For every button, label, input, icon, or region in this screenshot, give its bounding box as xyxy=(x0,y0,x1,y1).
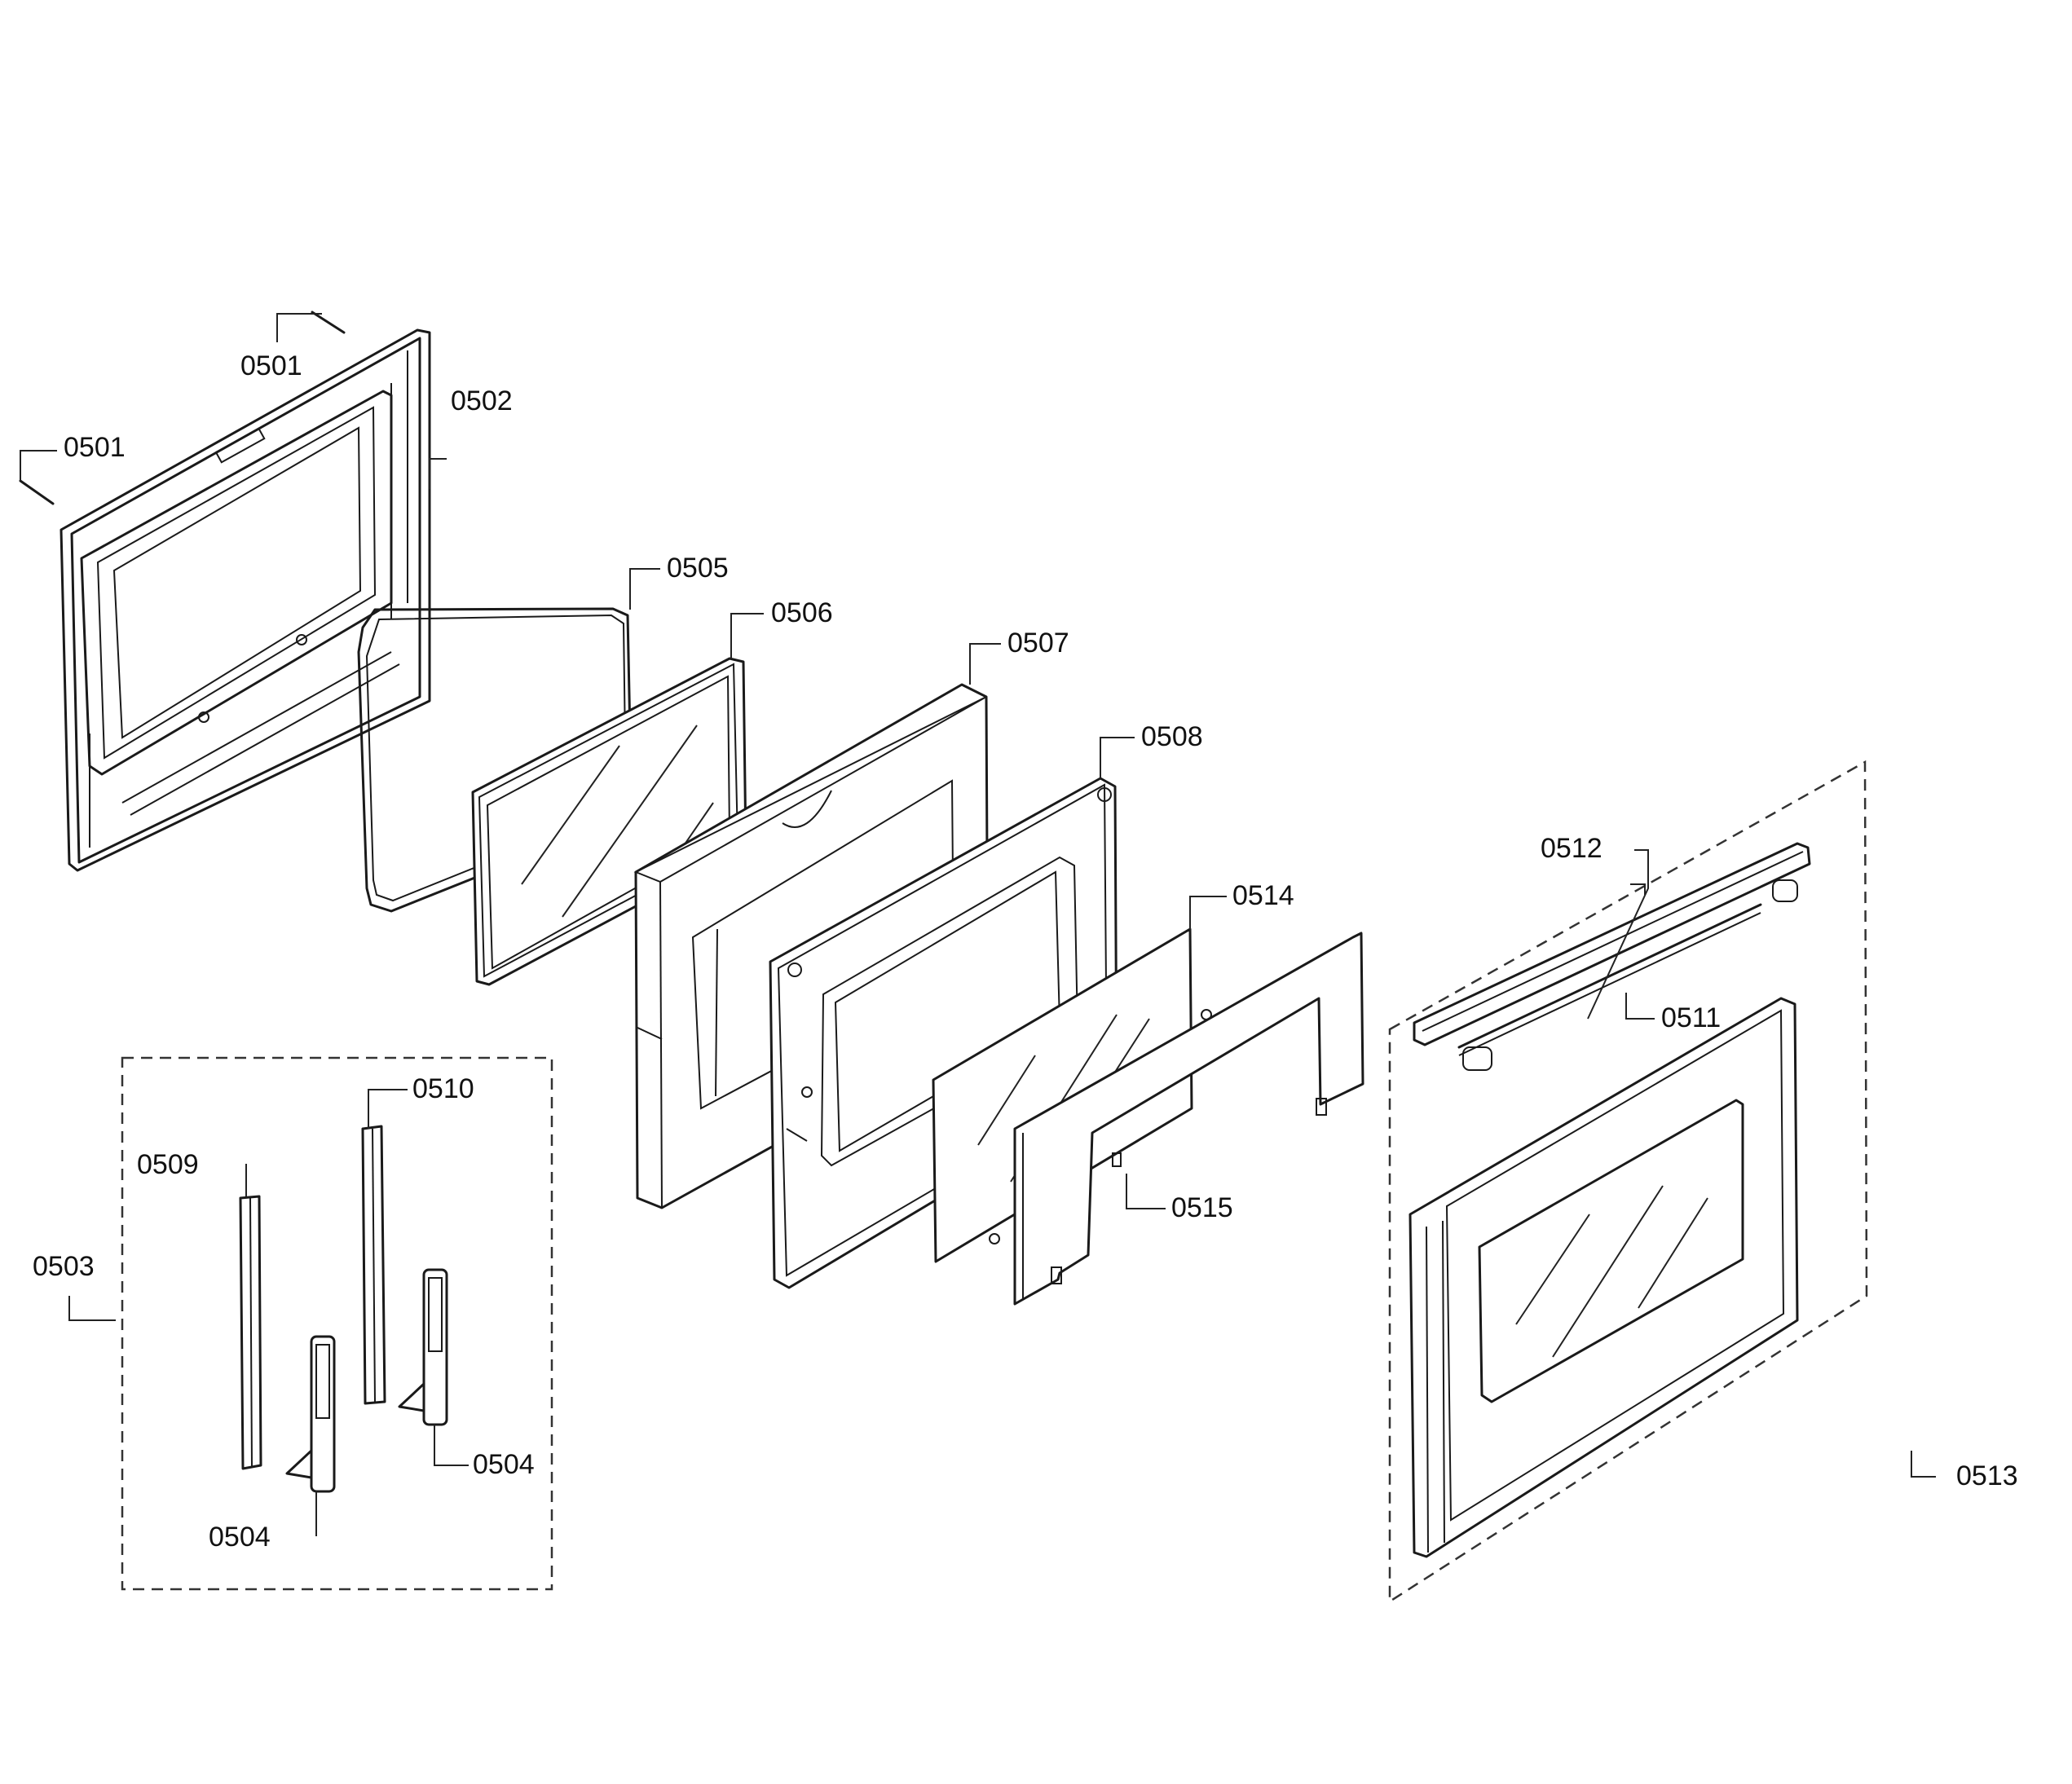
label-0512: 0512 xyxy=(1541,833,1602,864)
label-0501-top: 0501 xyxy=(240,350,302,381)
label-0509: 0509 xyxy=(137,1149,199,1180)
label-0513: 0513 xyxy=(1956,1460,2018,1491)
label-0515: 0515 xyxy=(1171,1192,1233,1223)
group-box-0503 xyxy=(121,1056,553,1591)
part-0504-hinge-left xyxy=(285,1335,336,1493)
label-0505: 0505 xyxy=(667,553,729,584)
part-0512-top-trim xyxy=(1413,842,1811,1046)
part-0510-hinge-channel xyxy=(361,1125,386,1405)
label-0507: 0507 xyxy=(1007,628,1069,659)
leader-lines xyxy=(20,313,1936,1536)
label-0511: 0511 xyxy=(1661,1002,1721,1033)
label-0508: 0508 xyxy=(1141,721,1203,752)
part-0502-inner-door xyxy=(60,328,431,872)
label-0503: 0503 xyxy=(33,1251,95,1282)
part-0509-hinge-channel xyxy=(239,1195,262,1470)
part-0505-gasket xyxy=(357,607,633,913)
part-0504-hinge-right xyxy=(398,1268,448,1426)
part-0515-bracket xyxy=(1013,932,1364,1306)
label-0506: 0506 xyxy=(771,597,833,628)
group-box-door-front xyxy=(1388,760,1868,1604)
part-0513-handle xyxy=(1727,1328,2051,1519)
part-0501-pin-top xyxy=(311,311,346,334)
part-0501-pin-left xyxy=(19,479,55,505)
label-0502: 0502 xyxy=(451,385,513,416)
part-outer-door xyxy=(1409,997,1799,1558)
label-0510: 0510 xyxy=(412,1073,474,1104)
label-0504-right: 0504 xyxy=(473,1449,535,1480)
part-0511-vent-rail xyxy=(1457,903,1762,1071)
label-0501-left: 0501 xyxy=(64,432,126,463)
label-0514: 0514 xyxy=(1232,880,1294,911)
label-0504-left: 0504 xyxy=(209,1522,271,1553)
